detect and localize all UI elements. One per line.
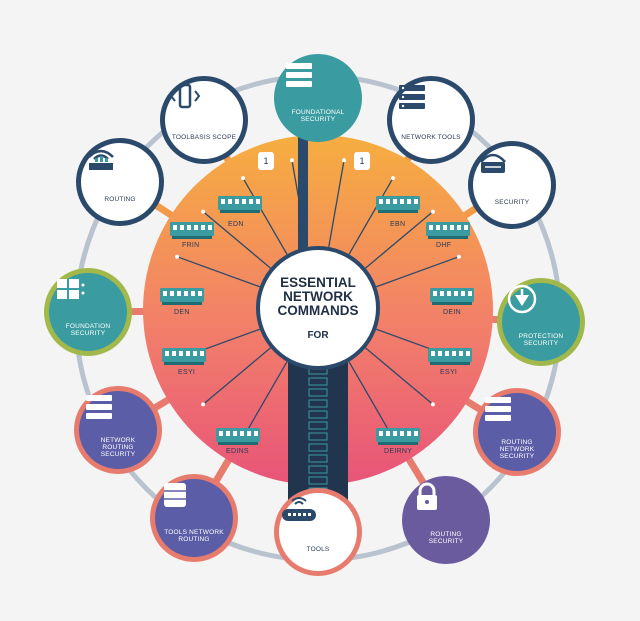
- number-tag: 1: [258, 152, 274, 170]
- radial-line: [365, 347, 434, 405]
- rack-slot: [308, 443, 328, 452]
- lock-icon: [417, 482, 466, 528]
- trunk-line-top: [298, 120, 308, 260]
- node-label: TOOLS: [306, 546, 330, 553]
- node-4: PROTECTION SECURITY: [497, 278, 585, 366]
- radial-line: [242, 361, 288, 439]
- rack-slot: [308, 465, 328, 474]
- node-2: NETWORK TOOLS: [387, 76, 475, 164]
- mobile-device-icon: [169, 83, 224, 131]
- node-label: FOUNDATIONAL SECURITY: [291, 108, 345, 123]
- radial-line: [365, 211, 434, 269]
- node-label: PROTECTION SECURITY: [518, 332, 564, 347]
- node-label: NETWORK ROUTING SECURITY: [100, 437, 136, 458]
- radial-line: [376, 256, 460, 288]
- node-label: ROUTING: [104, 196, 136, 203]
- switch-icon: [170, 222, 214, 239]
- node-6: ROUTING SECURITY: [402, 476, 490, 564]
- rack-slot: [308, 388, 328, 397]
- node-8: TOOLS NETWORK ROUTING: [150, 474, 238, 562]
- node-7: TOOLS: [274, 488, 362, 576]
- rack-slot: [308, 410, 328, 419]
- rack-slot: [308, 377, 328, 386]
- switch-icon: [162, 348, 206, 365]
- download-shield-icon: [507, 284, 561, 330]
- node-label: TOOLBASIS SCOPE: [171, 134, 237, 141]
- switch-label: EDN: [228, 221, 244, 228]
- node-label: ROUTING SECURITY: [428, 530, 464, 545]
- switch-icon: [216, 428, 260, 445]
- radial-dot: [289, 158, 294, 163]
- rack-slot: [308, 399, 328, 408]
- radial-dot: [201, 209, 206, 214]
- switch-icon: [376, 428, 420, 445]
- switch-icon: [430, 288, 474, 305]
- radial-dot: [430, 209, 435, 214]
- radial-line: [348, 177, 394, 255]
- center-title: ESSENTIAL NETWORK COMMANDS: [277, 274, 359, 318]
- radial-dot: [175, 254, 180, 259]
- switch-label: DEN: [174, 309, 190, 316]
- radial-line: [348, 361, 394, 439]
- radial-dot: [201, 402, 206, 407]
- grid-icon: [57, 279, 108, 320]
- node-10: FOUNDATION SECURITY: [44, 268, 132, 356]
- radial-line: [328, 160, 345, 248]
- switch-icon: [426, 222, 470, 239]
- server-rack-icon: [485, 397, 537, 436]
- node-label: ROUTING NETWORK SECURITY: [499, 439, 535, 460]
- rack-slot: [308, 432, 328, 441]
- node-9: NETWORK ROUTING SECURITY: [74, 386, 162, 474]
- switch-label: EBN: [390, 221, 406, 228]
- rack-slot: [308, 421, 328, 430]
- node-1: FOUNDATIONAL SECURITY: [274, 54, 362, 142]
- database-icon: [164, 483, 214, 526]
- switch-label: ESYI: [440, 369, 458, 376]
- center-subtitle: FOR: [307, 329, 329, 341]
- node-label: NETWORK TOOLS: [401, 134, 461, 141]
- switch-label: DEIN: [443, 309, 461, 316]
- node-label: SECURITY: [494, 199, 530, 206]
- node-3: SECURITY: [468, 141, 556, 229]
- rack-slot: [308, 476, 328, 485]
- switch-label: DHF: [436, 242, 452, 249]
- switch-label: ESYI: [178, 369, 196, 376]
- server-rack-icon: [86, 395, 138, 434]
- wifi-router-icon: [88, 149, 140, 193]
- center-hub: ESSENTIAL NETWORK COMMANDS FOR: [256, 246, 380, 370]
- node-5: ROUTING NETWORK SECURITY: [473, 388, 561, 476]
- router-icon: [480, 153, 532, 196]
- radial-dot: [241, 176, 245, 181]
- radial-line: [176, 256, 260, 288]
- switch-label: DEIRNY: [384, 448, 413, 455]
- number-tag: 1: [354, 152, 370, 170]
- switch-icon: [218, 196, 262, 213]
- radial-line: [202, 347, 271, 405]
- radial-dot: [342, 158, 347, 163]
- wifi-switch-icon: [282, 497, 338, 543]
- node-label: TOOLS NETWORK ROUTING: [164, 528, 224, 543]
- server-rack-icon: [399, 85, 451, 131]
- node-label: FOUNDATION SECURITY: [65, 322, 111, 337]
- server-rack-icon: [286, 63, 338, 106]
- switch-icon: [428, 348, 472, 365]
- radial-line: [202, 211, 271, 269]
- switch-label: EDINS: [226, 448, 249, 455]
- radial-line: [242, 177, 288, 255]
- node-12: TOOLBASIS SCOPE: [160, 76, 248, 164]
- radial-dot: [430, 402, 435, 407]
- switch-icons: [160, 196, 474, 445]
- radial-dot: [391, 176, 395, 181]
- switch-label: FRIN: [182, 242, 200, 249]
- node-11: ROUTING: [76, 138, 164, 226]
- switch-icon: [376, 196, 420, 213]
- switch-icon: [160, 288, 204, 305]
- rack-slot: [308, 454, 328, 463]
- radial-dot: [456, 254, 461, 259]
